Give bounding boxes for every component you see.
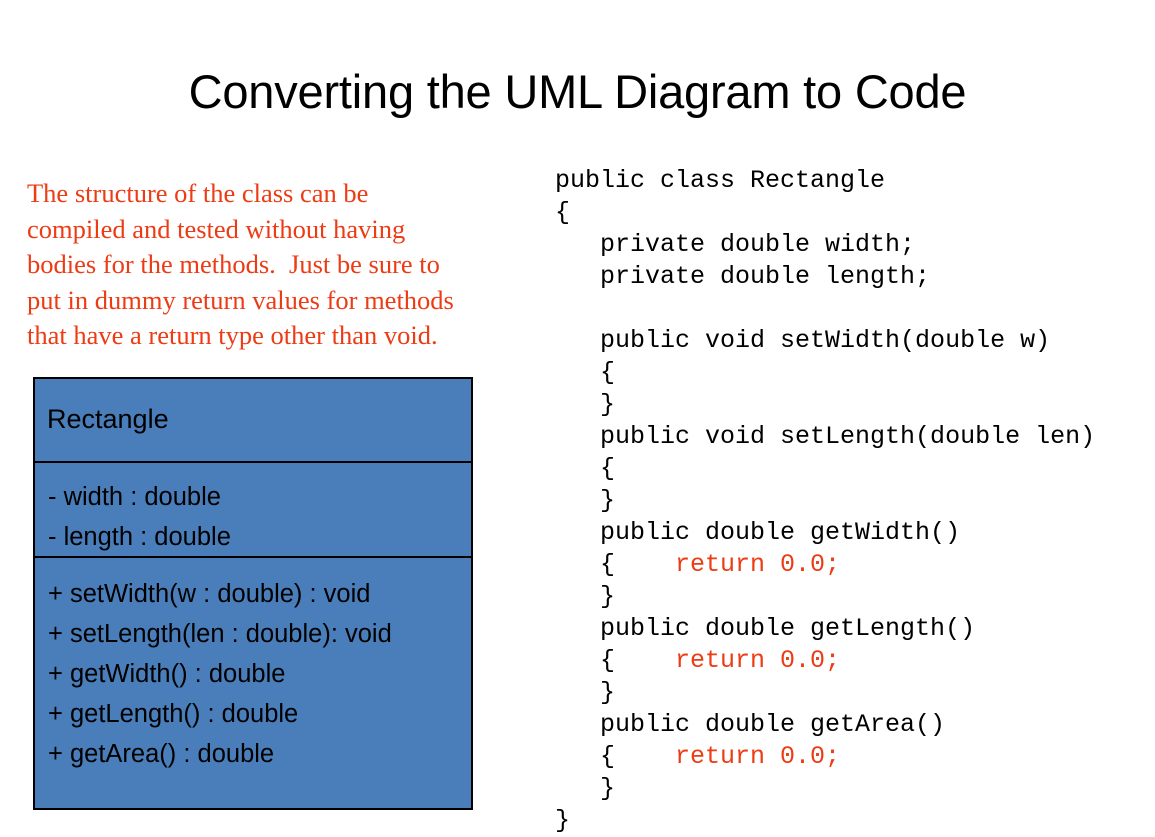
- code-line: }: [555, 806, 571, 835]
- uml-name-compartment: Rectangle: [35, 379, 471, 463]
- uml-attribute: - length : double: [48, 523, 231, 551]
- code-token: {: [555, 646, 616, 675]
- note-line: The structure of the class can be: [27, 178, 369, 208]
- uml-attributes-compartment: - width : double - length : double: [35, 463, 471, 558]
- code-line: }: [555, 390, 616, 419]
- code-line: }: [555, 486, 616, 515]
- code-line: { return 0.0;: [555, 645, 1155, 677]
- code-line: {: [555, 454, 616, 483]
- code-line: public double getArea(): [555, 710, 946, 739]
- code-line: }: [555, 774, 616, 803]
- code-line: public double getWidth(): [555, 518, 961, 547]
- code-token: {: [555, 742, 616, 771]
- uml-class-box: Rectangle - width : double - length : do…: [33, 377, 473, 810]
- uml-attribute: - width : double: [48, 483, 221, 511]
- note-line: compiled and tested without having: [27, 213, 406, 244]
- code-line: private double width;: [555, 230, 916, 259]
- code-token: {: [555, 550, 616, 579]
- note-line: bodies for the methods. Just be sure to: [27, 249, 440, 279]
- code-line: public void setWidth(double w): [555, 326, 1051, 355]
- uml-operation: + setWidth(w : double) : void: [48, 580, 371, 608]
- uml-operation: + getLength() : double: [48, 700, 299, 728]
- uml-operations-compartment: + setWidth(w : double) : void + setLengt…: [35, 558, 471, 774]
- code-line: }: [555, 582, 616, 611]
- code-line: [555, 293, 1155, 325]
- code-token-return: return 0.0;: [615, 742, 841, 771]
- code-line: private double length;: [555, 262, 931, 291]
- note-line: that have a return type other than void.: [27, 320, 438, 350]
- code-line: public double getLength(): [555, 614, 976, 643]
- uml-operation: + getArea() : double: [48, 740, 275, 768]
- uml-class-name: Rectangle: [47, 404, 169, 434]
- explanatory-note: The structure of the class can be compil…: [27, 176, 527, 354]
- code-line: { return 0.0;: [555, 549, 1155, 581]
- code-line: public class Rectangle: [555, 166, 886, 195]
- code-line: {: [555, 198, 571, 227]
- code-line: public void setLength(double len): [555, 422, 1096, 451]
- code-listing: public class Rectangle { private double w…: [555, 165, 1155, 837]
- code-token-return: return 0.0;: [615, 550, 841, 579]
- note-line: put in dummy return values for methods: [27, 284, 454, 315]
- uml-operation: + setLength(len : double): void: [48, 620, 392, 648]
- code-line: }: [555, 678, 616, 707]
- page-title: Converting the UML Diagram to Code: [188, 65, 967, 118]
- code-token-return: return 0.0;: [615, 646, 841, 675]
- uml-operation: + getWidth() : double: [48, 660, 286, 688]
- code-line: {: [555, 358, 616, 387]
- code-line: { return 0.0;: [555, 741, 1155, 773]
